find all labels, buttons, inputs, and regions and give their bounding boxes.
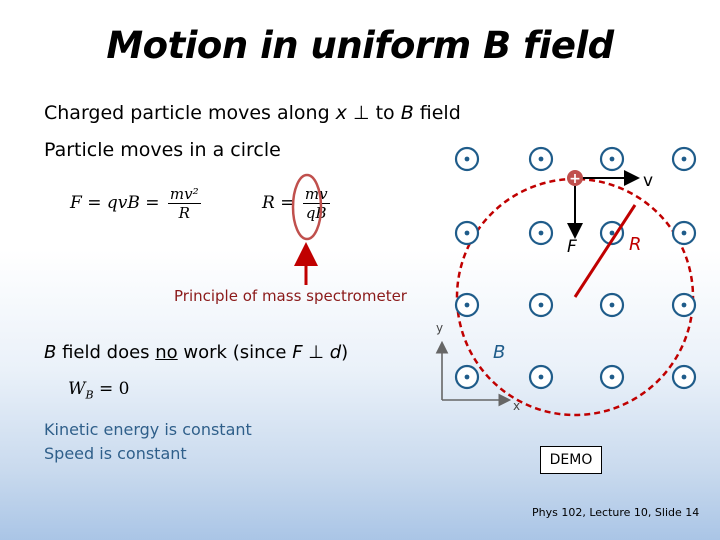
- field-out-icon: [454, 220, 480, 246]
- b-field-work-text: B field does no work (since F ⊥ d): [44, 342, 349, 363]
- work-equation: WB = 0: [68, 379, 130, 402]
- speed-note: Speed is constant: [44, 444, 187, 463]
- slide-title: Motion in uniform B field: [106, 24, 614, 67]
- velocity-label: v: [643, 171, 653, 191]
- b-field-label: B: [493, 342, 505, 363]
- field-out-icon: [528, 364, 554, 390]
- highlight-ellipse: [291, 173, 323, 241]
- field-out-icon: [454, 364, 480, 390]
- field-out-icon: [599, 292, 625, 318]
- field-out-icon: [599, 364, 625, 390]
- slide-footer: Phys 102, Lecture 10, Slide 14: [532, 506, 700, 519]
- field-out-icon: [599, 220, 625, 246]
- field-out-icon: [671, 146, 697, 172]
- radius-label: R: [629, 234, 642, 255]
- field-out-icon: [599, 146, 625, 172]
- field-out-icon: [671, 364, 697, 390]
- principle-label: Principle of mass spectrometer: [174, 287, 407, 305]
- field-out-icon: [671, 292, 697, 318]
- energy-notes: Kinetic energy is constant Speed is cons…: [44, 418, 252, 466]
- radius-line: [573, 204, 637, 298]
- field-symbols: [454, 146, 697, 390]
- positive-charge: [567, 170, 583, 186]
- bullet-line-1: Charged particle moves along x ⊥ to B fi…: [44, 102, 461, 124]
- field-out-icon: [454, 146, 480, 172]
- bullet-line-2: Particle moves in a circle: [44, 139, 281, 161]
- field-out-icon: [528, 292, 554, 318]
- plus-sign: +: [569, 171, 581, 187]
- force-label: F: [567, 237, 577, 257]
- field-out-icon: [528, 220, 554, 246]
- x-axis-label: x: [513, 399, 520, 413]
- demo-button[interactable]: DEMO: [540, 446, 602, 474]
- y-axis-label: y: [436, 321, 443, 335]
- field-out-icon: [528, 146, 554, 172]
- kinetic-energy-note: Kinetic energy is constant: [44, 420, 252, 439]
- field-out-icon: [454, 292, 480, 318]
- field-out-icon: [671, 220, 697, 246]
